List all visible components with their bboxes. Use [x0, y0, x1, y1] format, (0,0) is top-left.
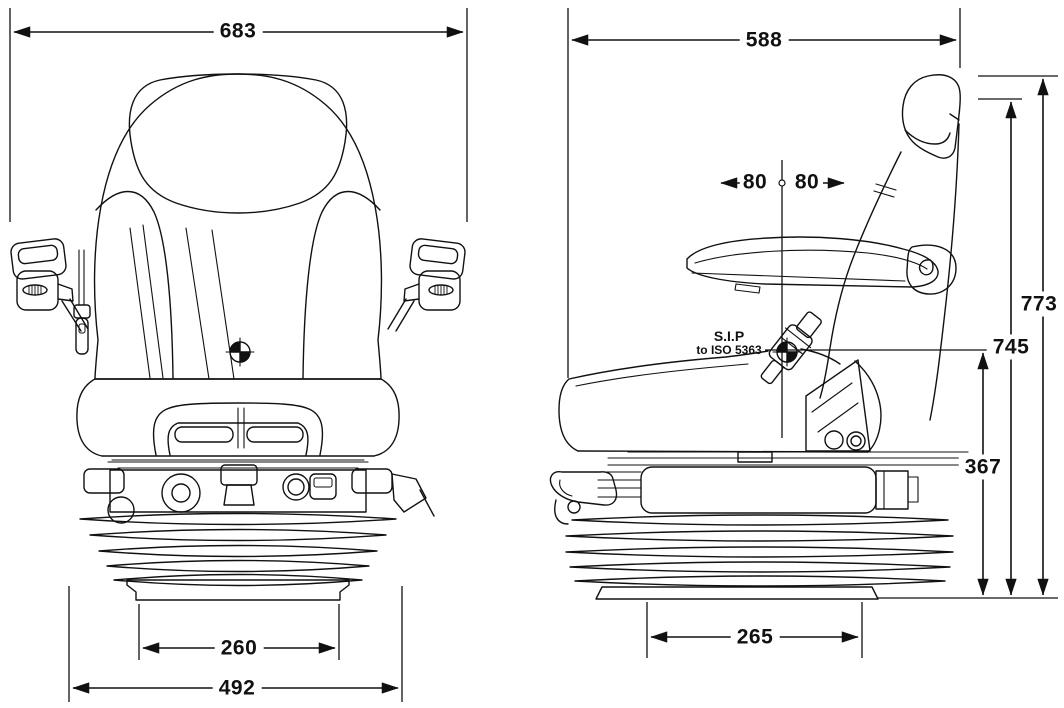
dim-base-outer-width-label: 492 [212, 675, 262, 701]
dim-base-inner-width-label: 260 [214, 635, 264, 661]
dim-sip-height-label: 367 [958, 454, 1008, 480]
front-suspension [83, 461, 435, 524]
dim-overall-height-label: 773 [1014, 291, 1064, 317]
side-suspension [549, 451, 974, 525]
sip-label-line2: to ISO 5363 [696, 343, 762, 358]
side-bellows [565, 514, 954, 587]
side-armrest [686, 236, 957, 295]
front-view-drawing [10, 73, 466, 601]
dimension-lines [9, 8, 1058, 702]
dim-armrest-rearward-label: 80 [791, 169, 823, 195]
dim-armrest-forward-label: 80 [739, 169, 771, 195]
front-bellows [79, 512, 397, 587]
sip-label: S.I.P to ISO 5363 [696, 328, 761, 358]
dim-backrest-height-label: 745 [986, 334, 1036, 360]
front-tilt-handle [152, 402, 324, 456]
side-recline-bracket [805, 359, 871, 452]
dim-side-base-width-label: 265 [730, 624, 780, 650]
dim-overall-depth-label: 588 [739, 27, 789, 53]
side-view-drawing [549, 74, 974, 600]
sip-label-line1: S.I.P [713, 328, 745, 345]
dim-overall-width-label: 683 [213, 18, 263, 44]
front-left-armrest [10, 238, 91, 355]
sip-target-icon [225, 337, 255, 367]
front-right-armrest [387, 238, 466, 332]
seat-belt-buckle [760, 311, 822, 385]
